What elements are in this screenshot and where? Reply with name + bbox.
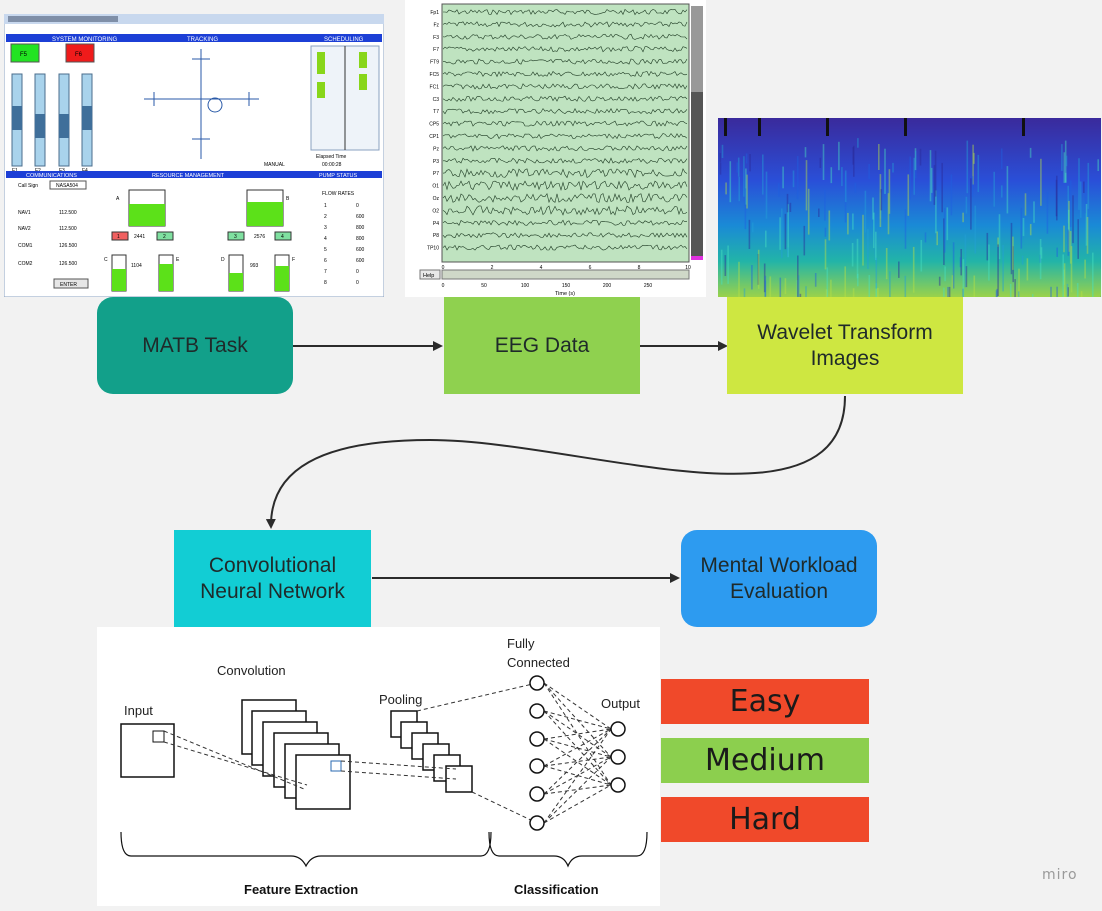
node-wavelet-transform-label: Wavelet Transform Images	[741, 320, 949, 372]
node-matb-task-label: MATB Task	[142, 333, 247, 359]
feature-extraction-label: Feature Extraction	[244, 882, 358, 897]
fc-output-neuron	[611, 722, 625, 736]
node-matb-task[interactable]: MATB Task	[97, 297, 293, 394]
cnn-fully-label-2: Connected	[507, 655, 570, 670]
class-easy[interactable]: Easy	[661, 679, 869, 724]
cnn-input-kernel	[153, 731, 164, 742]
class-medium[interactable]: Medium	[661, 738, 869, 783]
cnn-conv-kernel	[331, 761, 341, 771]
class-hard-label: Hard	[729, 802, 801, 837]
node-mental-workload-label: Mental Workload Evaluation	[691, 553, 867, 605]
class-hard[interactable]: Hard	[661, 797, 869, 842]
classification-label: Classification	[514, 882, 599, 897]
fc-hidden-neuron	[530, 732, 544, 746]
cnn-input-label: Input	[124, 703, 153, 718]
cnn-architecture-svg: Input Convolution Pooling Fully Connecte…	[97, 627, 660, 906]
class-medium-label: Medium	[705, 743, 825, 778]
cnn-convolution-label: Convolution	[217, 663, 286, 678]
miro-watermark: miro	[1042, 867, 1078, 883]
class-easy-label: Easy	[730, 684, 801, 719]
node-eeg-data[interactable]: EEG Data	[444, 297, 640, 394]
node-cnn[interactable]: Convolutional Neural Network	[174, 530, 371, 627]
cnn-architecture-figure: Input Convolution Pooling Fully Connecte…	[97, 627, 660, 906]
fc-hidden-neuron	[530, 676, 544, 690]
fc-hidden-neuron	[530, 816, 544, 830]
fc-output-neuron	[611, 778, 625, 792]
fc-hidden-neuron	[530, 759, 544, 773]
fc-hidden-neuron	[530, 787, 544, 801]
node-mental-workload[interactable]: Mental Workload Evaluation	[681, 530, 877, 627]
node-eeg-data-label: EEG Data	[495, 333, 590, 359]
cnn-output-label: Output	[601, 696, 640, 711]
arrow-wavelet-to-cnn	[271, 396, 845, 527]
fc-output-neuron	[611, 750, 625, 764]
cnn-pooling-label: Pooling	[379, 692, 422, 707]
node-wavelet-transform[interactable]: Wavelet Transform Images	[727, 297, 963, 394]
cnn-fully-label-1: Fully	[507, 636, 535, 651]
node-cnn-label: Convolutional Neural Network	[192, 553, 353, 605]
fc-hidden-neuron	[530, 704, 544, 718]
